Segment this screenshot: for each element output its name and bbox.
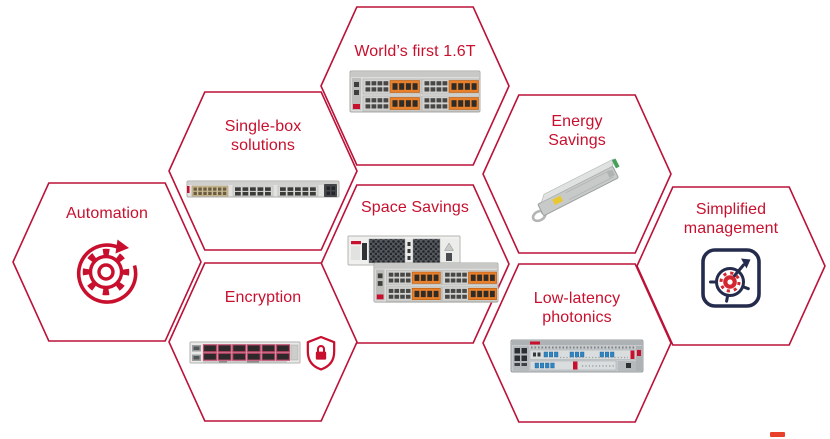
hex-worlds-first-16t: World’s first 1.6T [320,6,510,166]
1u-platform-photo [186,177,340,201]
hex-label-automation: Automation [66,205,148,222]
quad-module-chassis-photo [373,261,499,305]
line-card-photo [189,340,301,367]
hex-energy-savings: Energy Savings [482,94,672,254]
hex-label-encryption: Encryption [224,289,302,306]
photonics-shelf-photo [510,337,644,375]
logo-fragment [770,432,785,437]
hex-low-latency-photonics: Low-latency photonics [482,263,672,423]
hex-label-space: Space Savings [360,199,470,216]
hex-label-energy: Energy Savings [548,113,606,149]
hex-single-box-solutions: Single-box solutions [168,91,358,251]
target-gear-arrow-icon [701,248,761,308]
shield-lock-icon [305,335,337,371]
quad-module-chassis-photo [349,69,481,115]
hex-label-simplified: Simplified management [683,201,779,237]
hex-encryption: Encryption [168,262,358,422]
hex-simplified-management: Simplified management [636,186,826,346]
hex-label-single-box: Single-box solutions [224,118,302,154]
gear-refresh-icon [76,239,138,304]
hex-label-worlds-first: World’s first 1.6T [354,43,476,60]
hex-automation: Automation [12,182,202,342]
hex-space-savings: Space Savings [320,184,510,344]
hex-label-low-latency: Low-latency photonics [533,290,621,326]
pluggable-transceiver-photo [524,154,630,228]
